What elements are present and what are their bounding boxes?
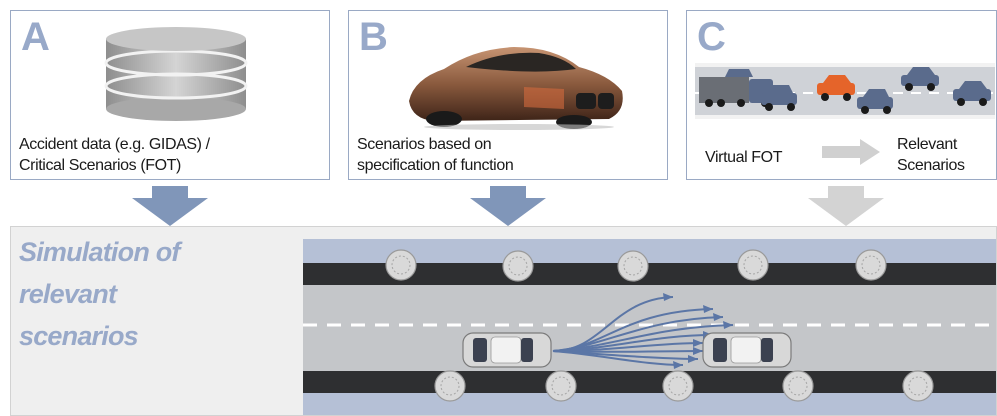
target-car xyxy=(702,332,792,368)
simulation-title: Simulation of relevant scenarios xyxy=(19,237,180,351)
panel-a-letter: A xyxy=(21,15,50,59)
right-arrow-icon xyxy=(822,139,880,165)
panel-a-text: Accident data (e.g. GIDAS) / Critical Sc… xyxy=(19,136,210,174)
panel-c-left-label: Virtual FOT xyxy=(705,149,783,166)
concept-car-image xyxy=(409,47,623,130)
road-simulation-scene xyxy=(303,239,996,415)
panel-a: A Accident data (e.g. GIDAS) / Critical … xyxy=(10,10,330,180)
down-arrow-a-icon xyxy=(132,186,208,226)
panel-c-right-label: Relevant Scenarios xyxy=(897,136,965,174)
down-arrow-c-icon xyxy=(808,186,884,226)
panel-b: B Scenarios based on specification of fu… xyxy=(348,10,668,180)
traffic-scene xyxy=(695,63,995,119)
ego-car xyxy=(462,332,552,368)
panel-c-letter: C xyxy=(697,15,726,59)
panel-b-text: Scenarios based on specification of func… xyxy=(357,136,514,174)
database-icon xyxy=(104,27,248,121)
panel-c: C Virtual FOT Relev xyxy=(686,10,997,180)
panel-b-letter: B xyxy=(359,15,388,59)
simulation-panel: Simulation of relevant scenarios xyxy=(10,226,997,416)
down-arrow-b-icon xyxy=(470,186,546,226)
